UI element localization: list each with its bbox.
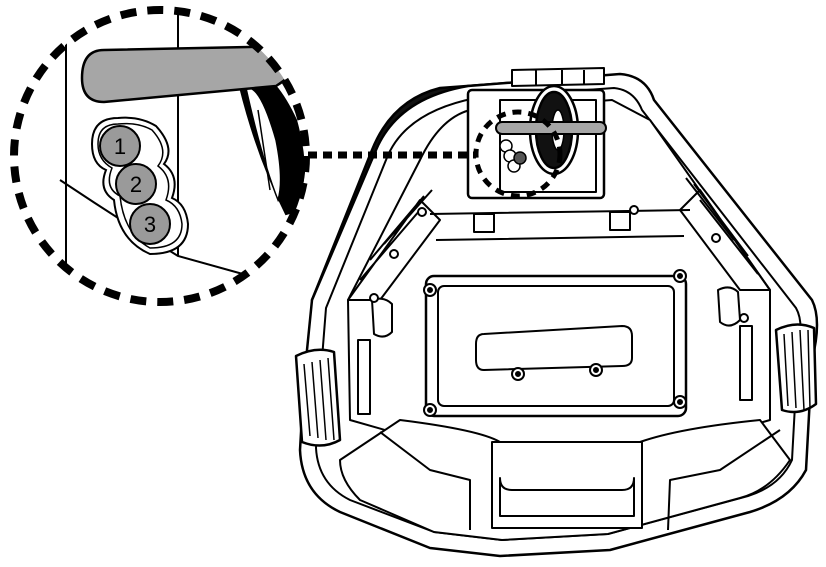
left-latch — [371, 297, 393, 338]
slot-1: 1 — [99, 125, 141, 167]
screws — [369, 205, 749, 417]
left-side-wall — [347, 189, 441, 301]
height-slot-cluster: 1 2 3 — [90, 116, 190, 256]
ledge-tab-right — [609, 211, 631, 231]
right-latch — [717, 286, 741, 327]
right-vertical-slot — [739, 325, 753, 401]
slot-3: 3 — [129, 203, 171, 245]
left-bumper — [294, 348, 342, 447]
robot-body — [294, 67, 819, 558]
slot-2: 2 — [115, 163, 157, 205]
slot-label-2: 2 — [130, 172, 142, 197]
callout-magnified-view: 1 2 3 — [10, 6, 310, 306]
left-vertical-slot — [357, 339, 371, 415]
callout-ring — [10, 6, 310, 306]
front-slot-inner — [499, 477, 635, 517]
top-tab — [511, 67, 605, 87]
slot-label-1: 1 — [114, 134, 126, 159]
front-ridge-right — [667, 429, 781, 531]
front-ridge-left — [379, 431, 471, 530]
battery-handle-recess — [475, 325, 633, 371]
screw — [389, 249, 399, 259]
screw — [369, 293, 379, 303]
ledge-tab-left — [473, 213, 495, 233]
screw — [417, 207, 427, 217]
screw — [629, 205, 639, 215]
slot-label-3: 3 — [144, 212, 156, 237]
screw — [711, 233, 721, 243]
screw — [739, 313, 749, 323]
right-bumper — [774, 323, 818, 414]
height-slots-small — [499, 139, 527, 173]
adjustment-bar-small — [495, 121, 607, 135]
